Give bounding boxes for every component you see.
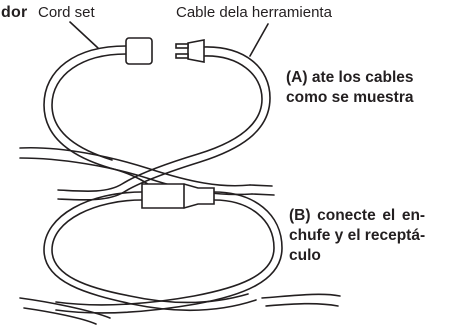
- step-b-line-2: chufe y el receptá-: [289, 227, 426, 244]
- step-b-line-3: culo: [289, 247, 321, 264]
- page-word-fragment: dor: [1, 4, 28, 21]
- cord-set-leader-line: [69, 21, 99, 49]
- step-a-line-2: como se muestra: [286, 89, 414, 106]
- step-a-line-1: (A) ate los cables: [286, 69, 414, 86]
- joined-plug-and-receptacle: [141, 183, 215, 209]
- tool-cable-loop: [57, 46, 275, 201]
- step-b-instruction: (B) conecte el en- chufe y el receptá- c…: [289, 206, 425, 266]
- cord-set-loop: [19, 45, 253, 196]
- step-a-instruction: (A) ate los cables como se muestra: [286, 68, 414, 108]
- cord-set-label: Cord set: [38, 4, 95, 21]
- tool-cable-label: Cable dela herramienta: [176, 4, 332, 21]
- figure-b: [19, 183, 341, 325]
- connected-cords: [19, 191, 341, 325]
- figure-a: [19, 21, 275, 201]
- receptacle-icon: [125, 37, 153, 65]
- step-b-line-1: (B) conecte el en-: [289, 207, 426, 224]
- plug-icon: [175, 39, 205, 63]
- tool-cable-leader-line: [249, 23, 269, 57]
